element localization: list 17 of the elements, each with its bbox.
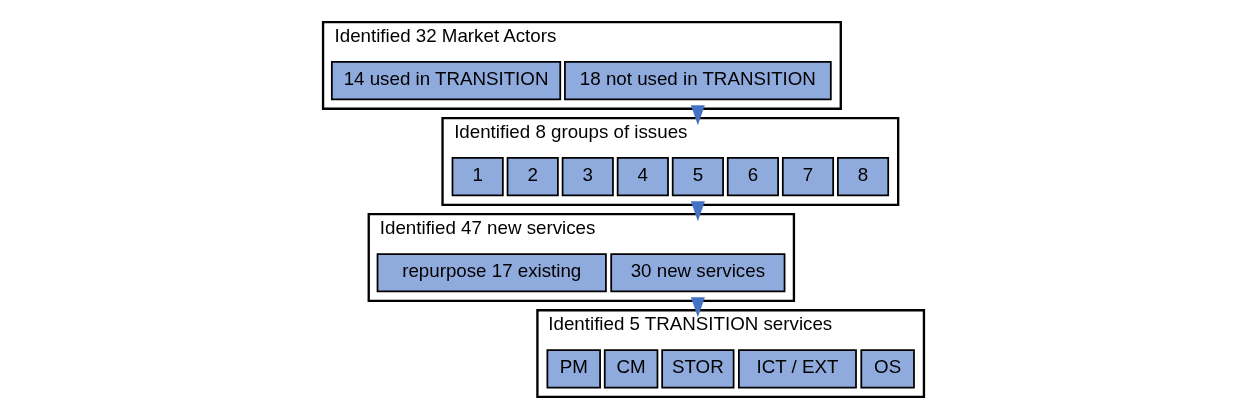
node-box: ICT / EXT (737, 349, 857, 389)
node-box: OS (859, 349, 915, 389)
node-box: 7 (781, 157, 834, 197)
node-box: repurpose 17 existing (376, 253, 607, 293)
node-box: 2 (506, 157, 559, 197)
node-box: 6 (726, 157, 779, 197)
node-box: 14 used in TRANSITION (330, 61, 561, 101)
node-box: 4 (616, 157, 669, 197)
node-box: 1 (451, 157, 504, 197)
node-box: 18 not used in TRANSITION (563, 61, 832, 101)
node-box: STOR (660, 349, 734, 389)
node-box: 30 new services (609, 253, 785, 293)
node-box: 8 (836, 157, 889, 197)
node-box: PM (546, 349, 601, 389)
node-box: 5 (671, 157, 724, 197)
node-box: 3 (561, 157, 614, 197)
node-box: CM (603, 349, 658, 389)
